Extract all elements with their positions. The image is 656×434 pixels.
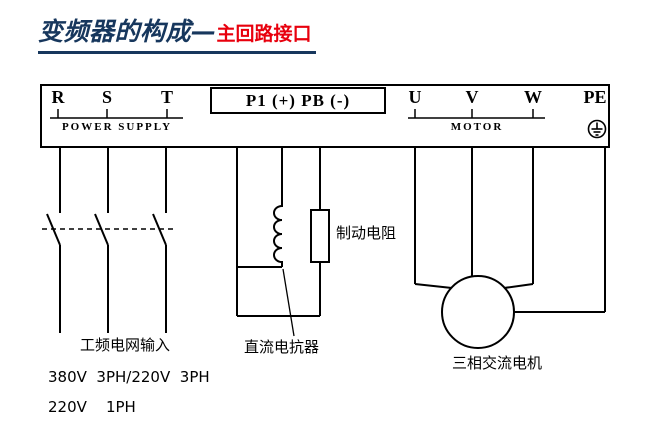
terminal-pe: PE (583, 87, 607, 107)
terminal-w: W (524, 87, 542, 107)
terminal-s: S (101, 87, 113, 107)
page-title-sub: 主回路接口 (216, 23, 312, 45)
motor-circle-icon (441, 275, 515, 349)
dc-terminal-box: P1 (+) PB (-) (210, 87, 386, 114)
page-title: 变频器的构成—主回路接口 (38, 12, 316, 54)
wire-w-to-motor (503, 283, 534, 289)
braking-resistor-icon (310, 209, 330, 263)
terminal-strip-box (40, 84, 610, 148)
dc-link-circuit (236, 148, 330, 337)
terminal-group-brackets (50, 109, 545, 119)
page-title-main: 变频器的构成— (38, 17, 217, 46)
power-supply-group-label: POWER SUPPLY (61, 121, 173, 133)
braking-resistor-label: 制动电阻 (336, 224, 397, 242)
reactor-label-leader-line (282, 268, 295, 337)
ground-icon (587, 119, 607, 139)
terminal-t: T (160, 87, 174, 107)
switch-blade-s (94, 213, 109, 246)
motor-label: 三相交流电机 (452, 354, 543, 372)
power-input-wires (42, 148, 174, 333)
wire-u-to-motor (414, 283, 453, 289)
terminal-u: U (408, 87, 422, 107)
grid-input-label: 工频电网输入 (80, 336, 171, 354)
voltage-spec-line1: 380V 3PH/220V 3PH (48, 368, 210, 386)
dc-reactor-coil-icon (273, 148, 283, 267)
motor-wires (414, 148, 606, 349)
terminal-r: R (51, 87, 65, 107)
motor-group-label: MOTOR (450, 121, 504, 133)
voltage-spec-line2: 220V 1PH (48, 398, 136, 416)
dc-reactor-label: 直流电抗器 (244, 338, 320, 356)
terminal-v: V (465, 87, 479, 107)
